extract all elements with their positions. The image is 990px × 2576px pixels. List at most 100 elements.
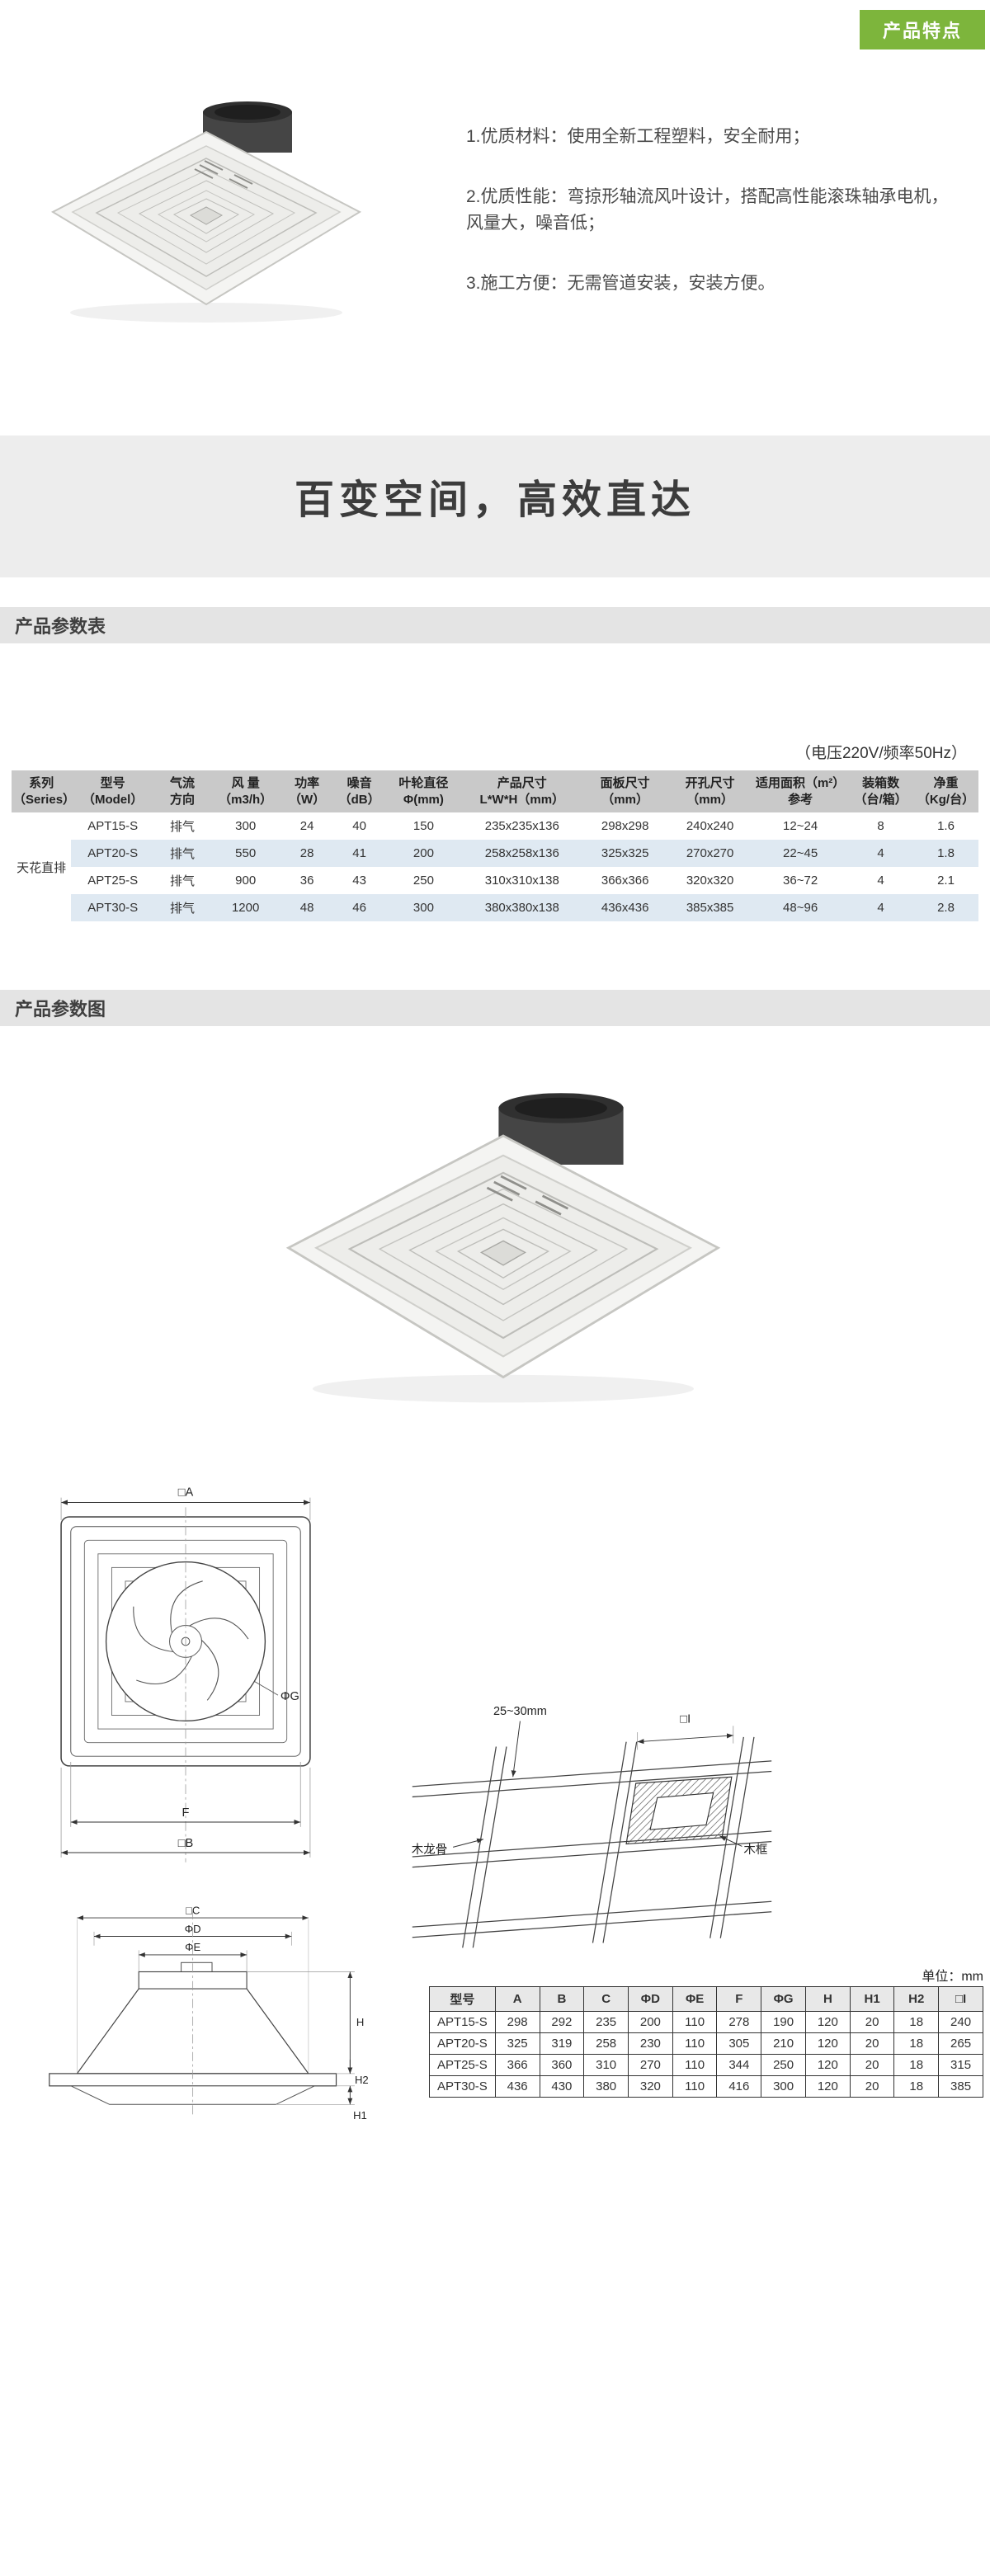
table-cell: APT15-S [429,2011,496,2033]
table-cell: 排气 [169,874,195,888]
table-cell: APT25-S [429,2054,496,2076]
table-cell: 315 [938,2054,983,2076]
table-cell: 298 [494,2011,540,2033]
table-cell: 360 [539,2054,585,2076]
table-cell: 235 [583,2011,629,2033]
table-cell: 110 [672,2032,718,2055]
joist-label: 木龙骨 [412,1843,448,1857]
table-cell: 120 [804,2032,851,2055]
table-cell: APT20-S [71,840,155,867]
slogan-banner: 百变空间，高效直达 [0,436,990,577]
dim-b-label: □B [178,1837,194,1850]
table-cell: 20 [849,2032,895,2055]
table-cell: 310 [583,2054,629,2076]
table-cell: 4 [877,874,884,888]
column-header: 风 量 （m3/h） [210,770,281,812]
table-cell: 900 [235,874,257,888]
table-cell: 270x270 [667,840,753,867]
section-header-params: 产品参数表 [0,607,990,643]
table-cell: 20 [849,2075,895,2098]
column-header: A [494,1986,540,2012]
table-cell: APT25-S [87,874,139,888]
table-cell: 310x310x138 [484,874,559,888]
table-cell: 40 [352,819,366,833]
table-cell: 110 [672,2054,718,2076]
table-row: APT25-S 排气 900 36 43 250 310x310x138 366x366 320… [12,867,978,894]
table-cell: APT30-S [429,2075,496,2098]
table-cell: 250 [412,874,434,888]
table-cell: 43 [352,874,366,888]
table-cell: 20 [849,2011,895,2033]
table-cell: 385x385 [667,894,753,921]
table-cell: APT15-S [87,819,139,833]
table-cell: 416 [716,2075,762,2098]
dim-g-label: ΦG [280,1690,299,1703]
table-cell: 1200 [210,894,281,921]
table-cell: 18 [893,2011,940,2033]
column-header: 适用面积（m²） 参考 [752,770,849,812]
table-cell: 20 [849,2054,895,2076]
table-cell: 12~24 [783,819,818,833]
product-params-table: 系列 （Series）型号 （Model）气流 方向风 量 （m3/h）功率 （… [12,770,978,921]
table-cell: 2.1 [937,874,955,888]
series-cell: 天花直排 [12,812,72,921]
params-header-row: 系列 （Series）型号 （Model）气流 方向风 量 （m3/h）功率 （… [12,770,978,812]
table-cell: 36 [299,874,314,888]
table-cell: 320x320 [686,874,734,888]
table-cell: 2.8 [913,894,978,921]
table-cell: 18 [893,2075,940,2098]
table-cell: 300 [235,819,257,833]
column-header: 型号 [429,1986,496,2012]
fan-product-image [41,87,371,334]
dim-h-label: H [356,2016,364,2028]
table-cell: 200 [385,840,462,867]
column-header: 产品尺寸 L*W*H（mm） [461,770,583,812]
column-header: 系列 （Series） [12,770,75,812]
column-header: 装箱数 （台/箱） [848,770,914,812]
column-header: ΦD [628,1986,673,2012]
table-cell: 18 [893,2054,940,2076]
column-header: □I [938,1986,983,2012]
table-cell: 110 [672,2075,718,2098]
table-cell: 258 [583,2032,629,2055]
section-badge-features: 产品特点 [859,10,985,49]
column-header: 型号 （Model） [71,770,155,812]
table-cell: 300 [761,2075,806,2098]
table-cell: 210 [761,2032,806,2055]
table-cell: 319 [539,2032,585,2055]
side-view-drawing: □C ΦD ΦE H H2 H1 [49,1905,369,2122]
table-cell: 278 [716,2011,762,2033]
table-cell: 320 [628,2075,673,2098]
table-cell: 18 [893,2032,940,2055]
column-header: ΦG [761,1986,806,2012]
table-cell: 305 [716,2032,762,2055]
column-header: 净重 （Kg/台） [913,770,978,812]
dim-a-label: □A [178,1486,194,1500]
table-cell: 190 [761,2011,806,2033]
table-cell: 366x366 [601,874,649,888]
table-cell: 235x235x136 [484,819,559,833]
table-cell: 46 [332,894,386,921]
table-cell: 292 [539,2011,585,2033]
table-cell: 265 [938,2032,983,2055]
column-header: C [583,1986,629,2012]
table-cell: 120 [804,2011,851,2033]
table-cell: 排气 [169,820,195,834]
table-cell: 1.6 [937,819,955,833]
unit-label: 单位：mm [922,1970,983,1984]
table-cell: 36~72 [783,874,818,888]
table-cell: 436 [494,2075,540,2098]
dim-i-label: □I [680,1712,691,1726]
frame-label: 木框 [743,1843,767,1857]
table-cell: 8 [877,819,884,833]
column-header: B [539,1986,585,2012]
